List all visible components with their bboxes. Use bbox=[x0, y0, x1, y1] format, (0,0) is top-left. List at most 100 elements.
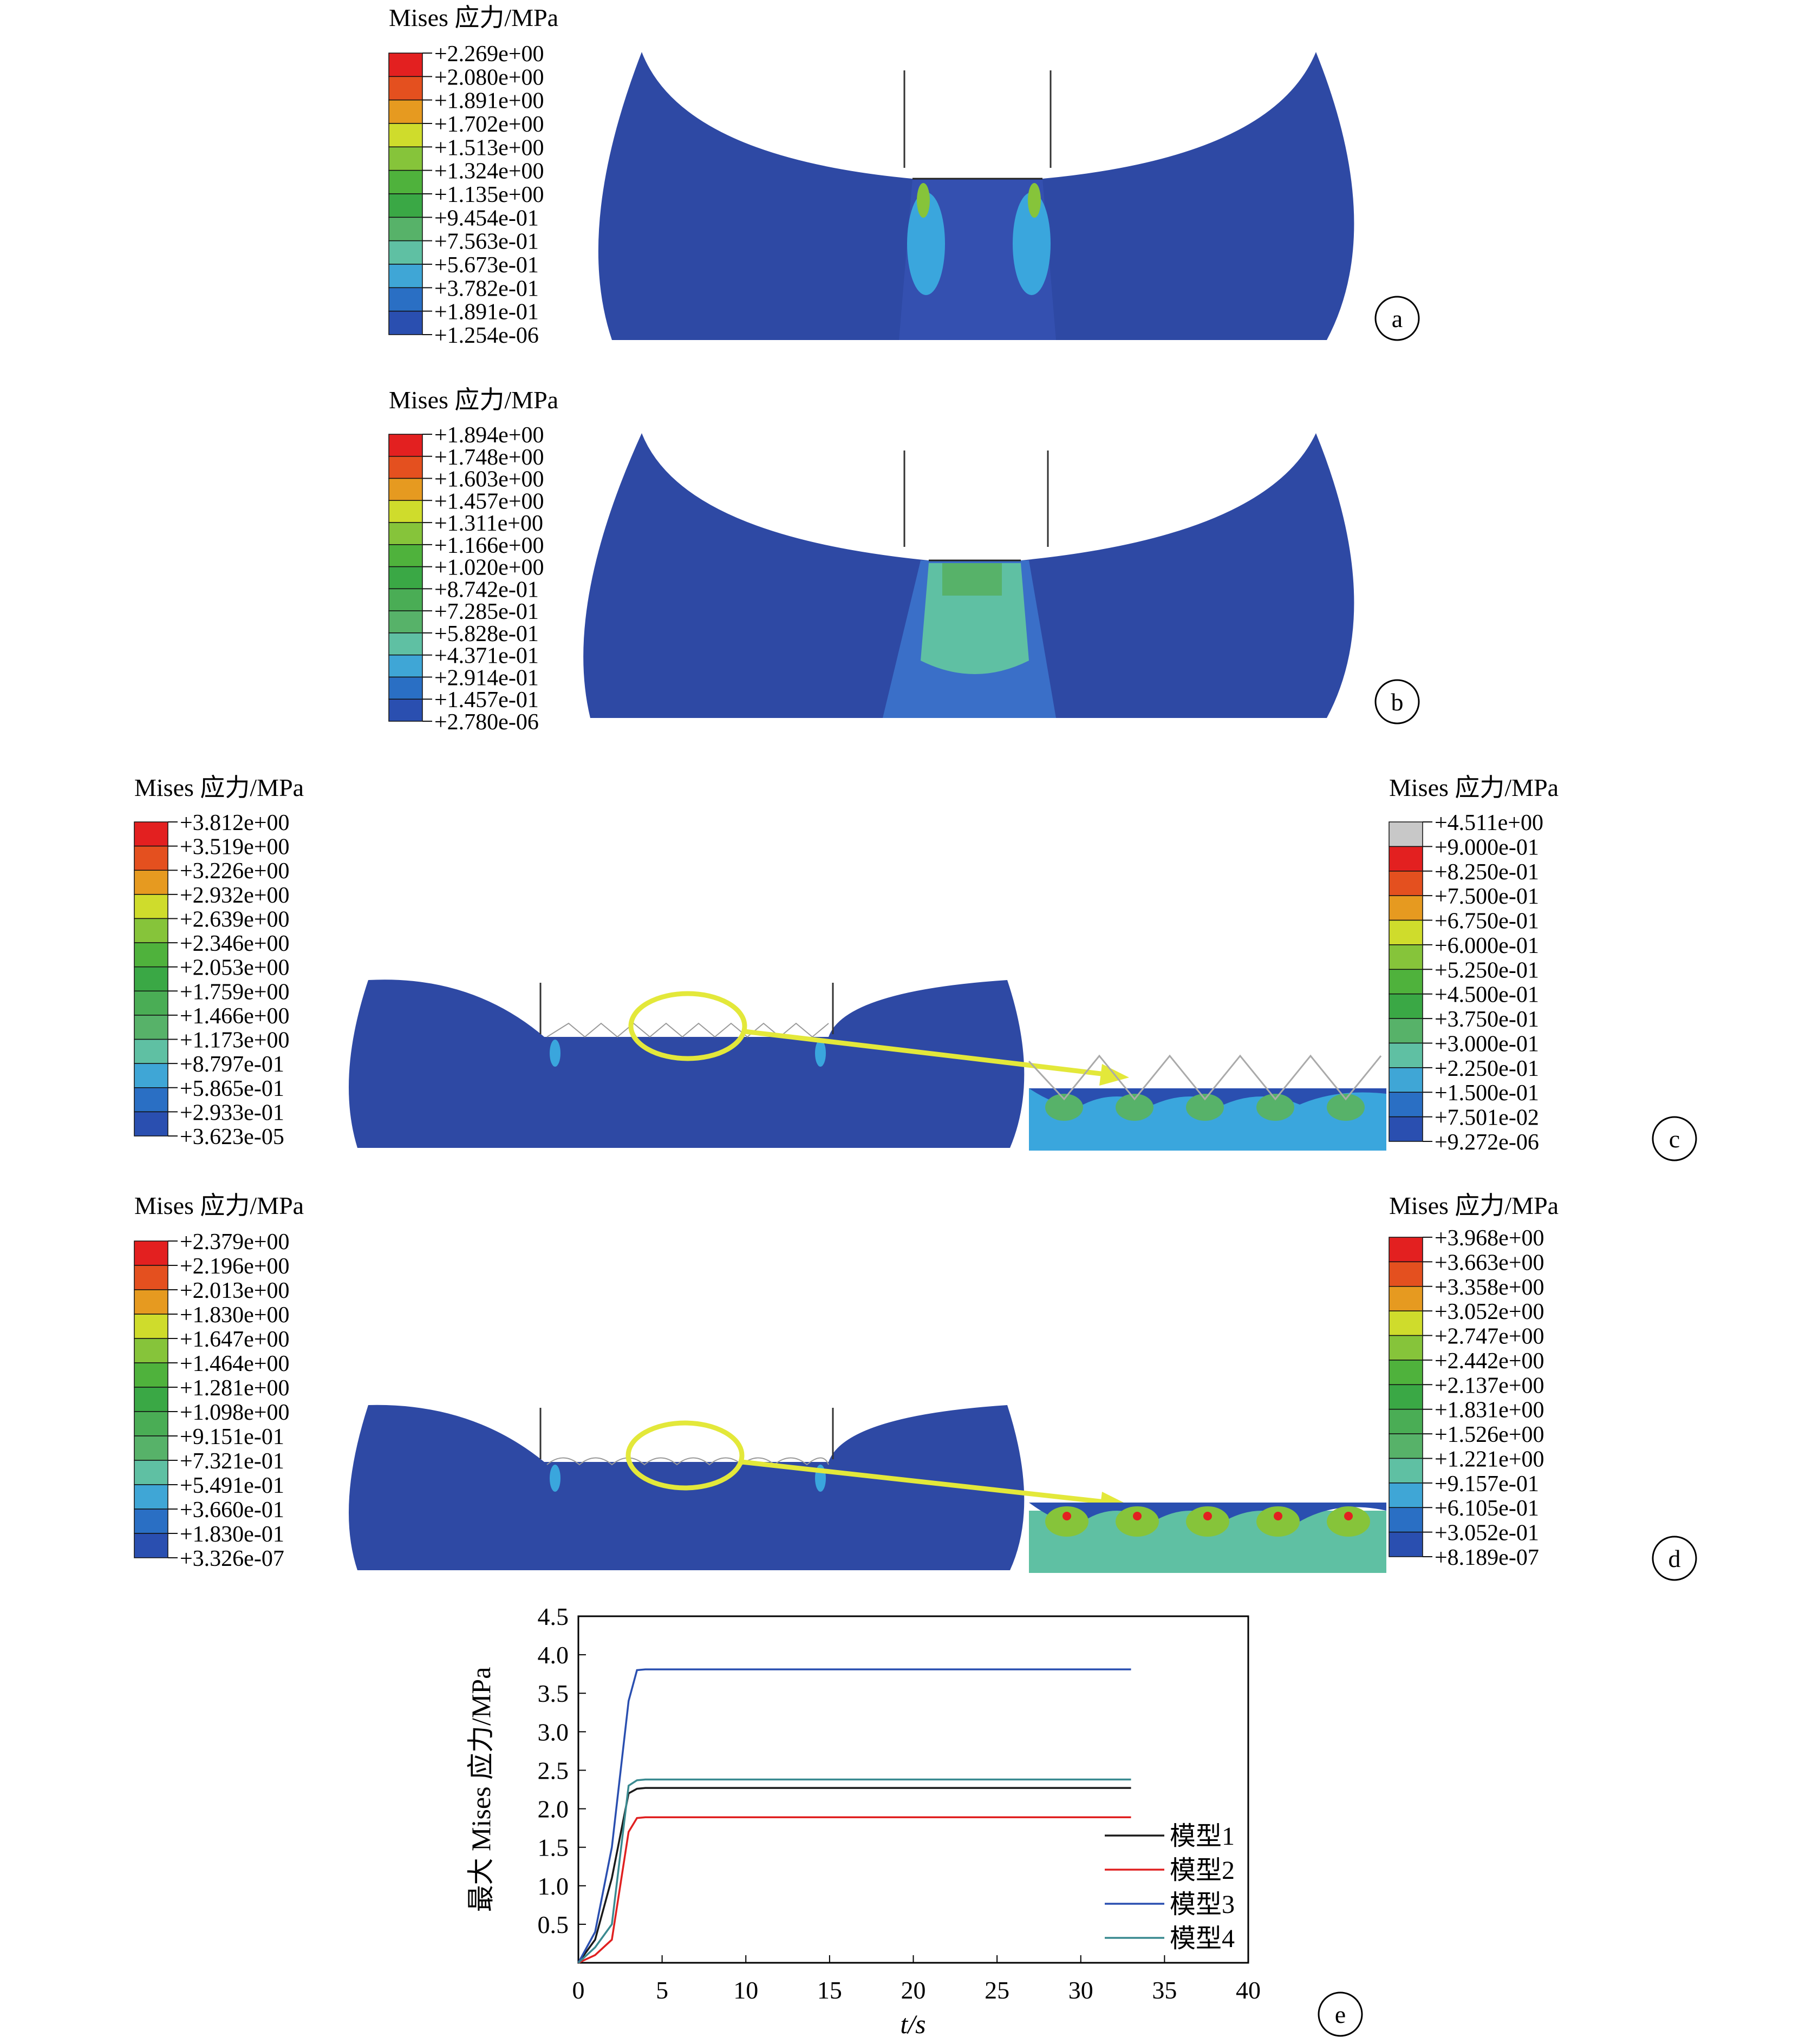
legend-color-band bbox=[134, 1508, 168, 1534]
y-tick-label: 3.5 bbox=[538, 1680, 569, 1707]
legend-value: +3.968e+00 bbox=[1435, 1226, 1544, 1251]
legend-color-band bbox=[1389, 1458, 1423, 1484]
legend-color-band bbox=[134, 1063, 168, 1088]
legend-value: +2.933e-01 bbox=[180, 1100, 284, 1125]
panel-label-circle bbox=[1652, 1116, 1697, 1161]
legend-color-band bbox=[134, 1289, 168, 1315]
color-legend: +2.379e+00+2.196e+00+2.013e+00+1.830e+00… bbox=[134, 1230, 290, 1571]
legend-value: +1.457e-01 bbox=[434, 688, 539, 713]
color-legend: +2.269e+00+2.080e+00+1.891e+00+1.702e+00… bbox=[388, 42, 544, 348]
legend-color-band bbox=[134, 1314, 168, 1339]
legend-color-band bbox=[1389, 1261, 1423, 1287]
legend-color-band bbox=[134, 918, 168, 943]
legend-color-band bbox=[134, 1387, 168, 1412]
legend-color-band bbox=[1389, 993, 1423, 1019]
legend-color-band bbox=[1389, 1408, 1423, 1434]
legend-value: +1.464e+00 bbox=[180, 1351, 290, 1376]
legend-value: +1.830e+00 bbox=[180, 1303, 290, 1328]
legend-value: +2.250e-01 bbox=[1435, 1056, 1539, 1081]
legend-color-band bbox=[134, 1411, 168, 1436]
detail-legend-title: Mises 应力/MPa bbox=[1389, 1192, 1559, 1219]
legend-color-band bbox=[134, 990, 168, 1016]
detail-color-legend: +3.968e+00+3.663e+00+3.358e+00+3.052e+00… bbox=[1389, 1226, 1544, 1570]
legend-value: +1.281e+00 bbox=[180, 1376, 290, 1401]
legend-color-band bbox=[134, 1111, 168, 1137]
legend-color-band bbox=[134, 1015, 168, 1040]
plot-area bbox=[577, 1615, 1249, 1964]
legend-title: Mises 应力/MPa bbox=[134, 774, 304, 801]
legend-value: +1.891e-01 bbox=[434, 300, 539, 325]
legend-value: +2.639e+00 bbox=[180, 907, 290, 932]
legend-title: Mises 应力/MPa bbox=[389, 386, 558, 414]
legend-value: +1.526e+00 bbox=[1435, 1422, 1544, 1447]
legend-value: +2.780e-06 bbox=[434, 710, 539, 735]
legend-value: +2.346e+00 bbox=[180, 931, 290, 956]
legend-color-band bbox=[388, 544, 423, 567]
legend-value: +4.500e-01 bbox=[1435, 983, 1539, 1008]
legend-value: +2.080e+00 bbox=[434, 65, 544, 90]
legend-value: +1.173e+00 bbox=[180, 1028, 290, 1053]
legend-value: +1.647e+00 bbox=[180, 1327, 290, 1352]
legend-value: +1.466e+00 bbox=[180, 1004, 290, 1029]
panel-label-circle bbox=[1374, 679, 1420, 724]
legend-value: +5.250e-01 bbox=[1435, 958, 1539, 983]
legend-value: +9.157e-01 bbox=[1435, 1472, 1539, 1497]
legend-value: +1.831e+00 bbox=[1435, 1398, 1544, 1423]
legend-value: +7.285e-01 bbox=[434, 599, 539, 624]
legend-value: +1.311e+00 bbox=[434, 511, 543, 536]
legend-color-band bbox=[388, 654, 423, 678]
legend-value: +4.371e-01 bbox=[434, 644, 539, 669]
legend-value: +1.500e-01 bbox=[1435, 1081, 1539, 1106]
highlight-circle bbox=[628, 991, 747, 1061]
legend-value: +2.747e+00 bbox=[1435, 1324, 1544, 1349]
legend-value: +1.891e+00 bbox=[434, 89, 544, 114]
detail-legend-title: Mises 应力/MPa bbox=[1389, 774, 1559, 801]
legend-entry: 模型4 bbox=[1170, 1924, 1235, 1953]
panel-label: b bbox=[1391, 688, 1404, 716]
x-tick-label: 10 bbox=[733, 1976, 758, 2004]
legend-color-band bbox=[1389, 1092, 1423, 1118]
legend-color-band bbox=[134, 845, 168, 871]
x-tick-label: 35 bbox=[1152, 1976, 1177, 2004]
legend-color-band bbox=[1389, 1507, 1423, 1533]
y-tick-label: 2.0 bbox=[538, 1795, 569, 1823]
legend-color-band bbox=[388, 610, 423, 634]
legend-color-band bbox=[1389, 969, 1423, 995]
fem-contour-model bbox=[598, 52, 1354, 340]
legend-entry: 模型2 bbox=[1170, 1856, 1235, 1885]
legend-value: +1.221e+00 bbox=[1435, 1447, 1544, 1472]
legend-value: +7.500e-01 bbox=[1435, 884, 1539, 909]
legend-color-band bbox=[1389, 1531, 1423, 1557]
legend-entry: 模型1 bbox=[1170, 1822, 1235, 1851]
legend-color-band bbox=[1389, 1018, 1423, 1044]
legend-value: +3.519e+00 bbox=[180, 835, 290, 860]
legend-value: +3.000e-01 bbox=[1435, 1031, 1539, 1056]
legend-color-band bbox=[134, 1533, 168, 1558]
legend-value: +8.189e-07 bbox=[1435, 1545, 1539, 1570]
legend-color-band bbox=[1389, 1483, 1423, 1508]
legend-color-band bbox=[1389, 1116, 1423, 1142]
legend-color-band bbox=[1389, 1067, 1423, 1093]
legend-color-band bbox=[134, 894, 168, 919]
legend-color-band bbox=[134, 966, 168, 992]
legend-value: +6.750e-01 bbox=[1435, 909, 1539, 934]
panel-d: Mises 应力/MPa +2.379e+00+2.196e+00+2.013e… bbox=[134, 1192, 1697, 1581]
legend-color-band bbox=[1389, 1286, 1423, 1311]
legend-value: +3.226e+00 bbox=[180, 859, 290, 884]
legend-color-band bbox=[388, 53, 423, 77]
legend-value: +2.013e+00 bbox=[180, 1278, 290, 1303]
legend-color-band bbox=[1389, 944, 1423, 970]
legend-value: +6.105e-01 bbox=[1435, 1496, 1539, 1521]
x-tick-label: 30 bbox=[1068, 1976, 1093, 2004]
panel-b: Mises 应力/MPa +1.894e+00+1.748e+00+1.603e… bbox=[388, 386, 1420, 735]
fem-contour-model bbox=[583, 433, 1354, 718]
legend-value: +1.702e+00 bbox=[434, 112, 544, 137]
legend-value: +5.865e-01 bbox=[180, 1076, 284, 1101]
legend-color-band bbox=[388, 217, 423, 241]
y-tick-label: 1.0 bbox=[538, 1872, 569, 1900]
legend-color-band bbox=[134, 1435, 168, 1461]
chart-series bbox=[577, 1668, 1131, 1964]
legend-value: +7.501e-02 bbox=[1435, 1106, 1539, 1131]
